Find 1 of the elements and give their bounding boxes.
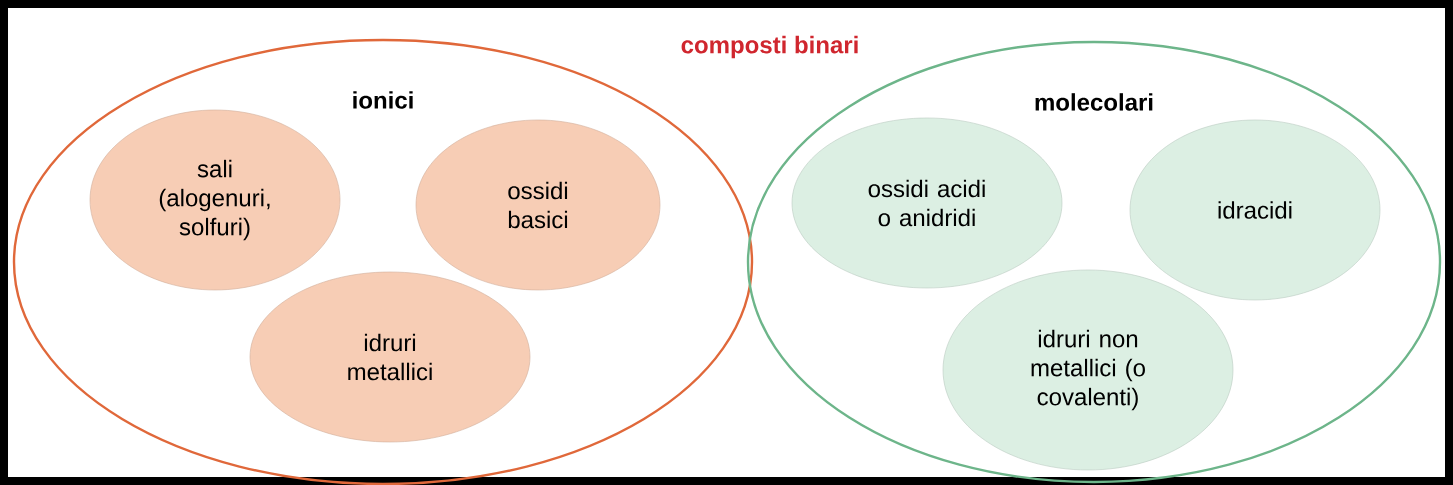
title: composti binari — [681, 35, 858, 59]
